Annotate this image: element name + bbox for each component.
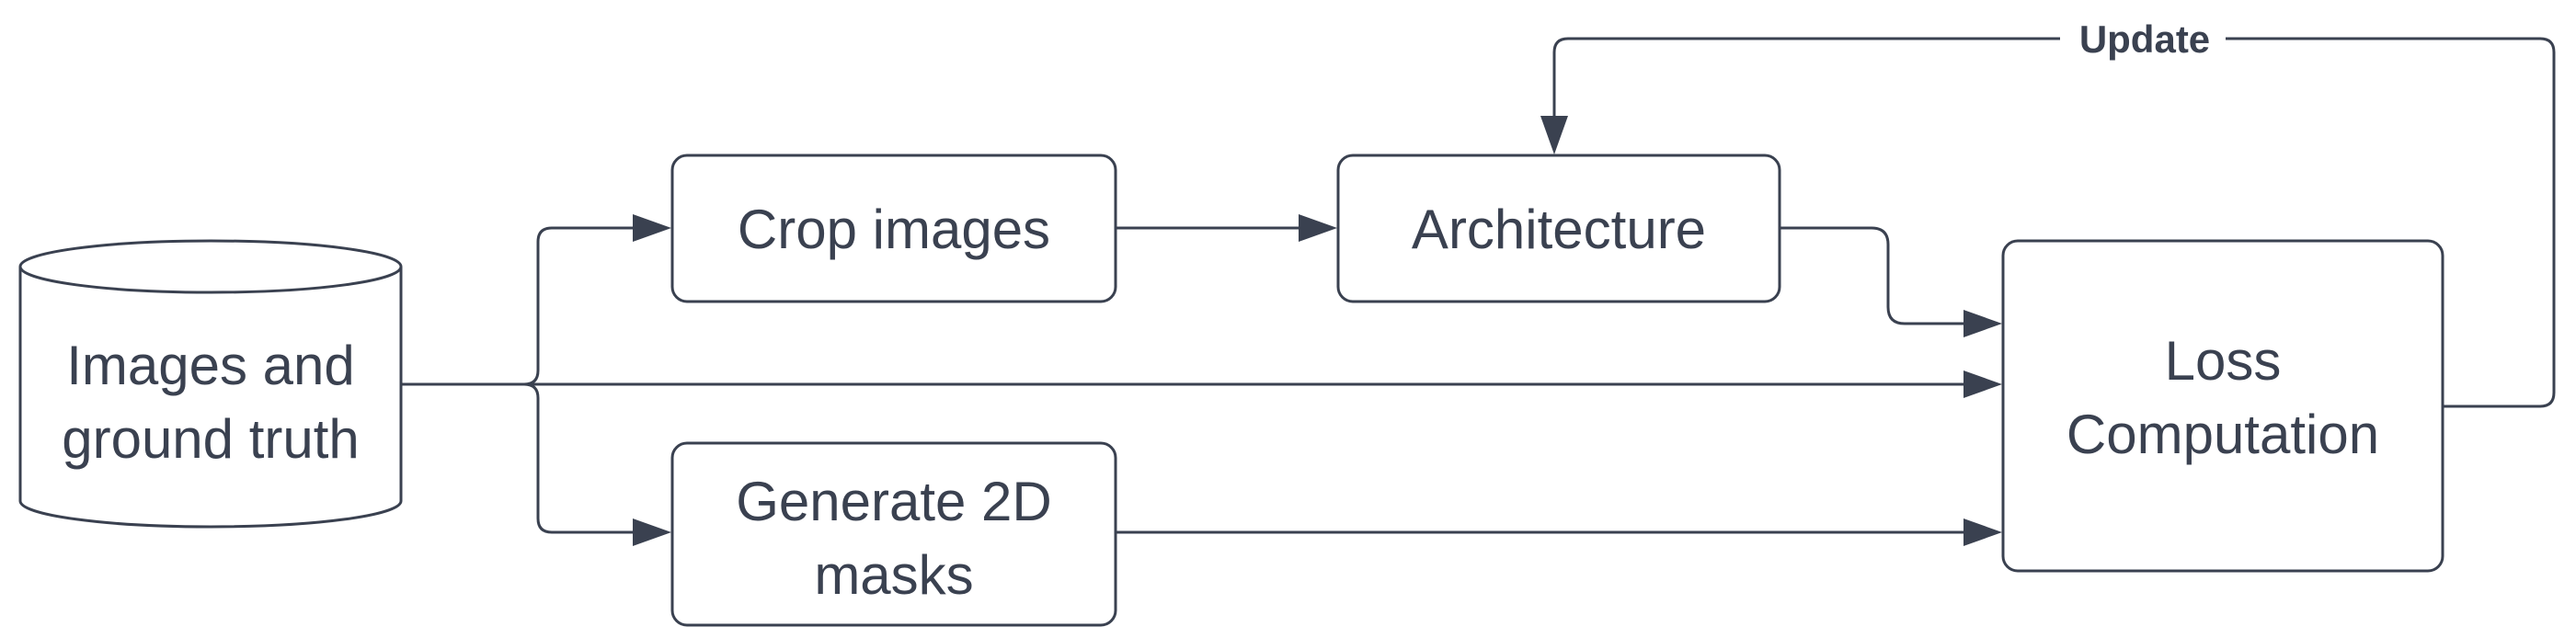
edge-update-feedback (1552, 37, 2556, 408)
node-images-ground-truth-line2: ground truth (62, 408, 360, 470)
node-loss-computation-line1: Loss (2165, 330, 2282, 392)
node-crop-images-label: Crop images (738, 199, 1050, 260)
node-images-ground-truth: Images and ground truth (18, 239, 403, 529)
cylinder-body (18, 267, 403, 529)
edge-images-to-generate-arrowhead (633, 518, 671, 546)
node-architecture-box (1336, 154, 1781, 303)
edge-architecture-to-loss-arrowhead (1963, 310, 2002, 337)
edge-images-to-crop (402, 226, 633, 386)
update-label: Update (2079, 17, 2210, 61)
edge-images-to-crop-arrowhead (633, 214, 671, 242)
node-generate-2d-masks-line1: Generate 2D (736, 471, 1052, 532)
node-architecture: Architecture (1336, 154, 1781, 303)
update-label-background (2060, 15, 2226, 63)
node-loss-computation-line2: Computation (2067, 404, 2379, 465)
cylinder-top (18, 239, 403, 294)
node-architecture-label: Architecture (1412, 199, 1706, 260)
edge-crop-to-architecture-arrowhead (1299, 214, 1337, 242)
edge-update-feedback-arrowhead (1540, 116, 1568, 154)
edge-images-to-generate (523, 382, 633, 534)
edge-generate-to-loss-arrowhead (1963, 518, 2002, 546)
node-images-ground-truth-line1: Images and (66, 335, 355, 396)
node-loss-computation: Loss Computation (2001, 239, 2444, 573)
edge-images-to-loss-arrowhead (1963, 370, 2002, 398)
node-loss-computation-box (2001, 239, 2444, 573)
node-generate-2d-masks-line2: masks (814, 544, 973, 606)
node-generate-2d-masks-box (670, 441, 1117, 627)
edge-architecture-to-loss (1780, 226, 1963, 325)
node-crop-images: Crop images (670, 154, 1117, 303)
node-generate-2d-masks: Generate 2D masks (670, 441, 1117, 627)
node-crop-images-box (670, 154, 1117, 303)
